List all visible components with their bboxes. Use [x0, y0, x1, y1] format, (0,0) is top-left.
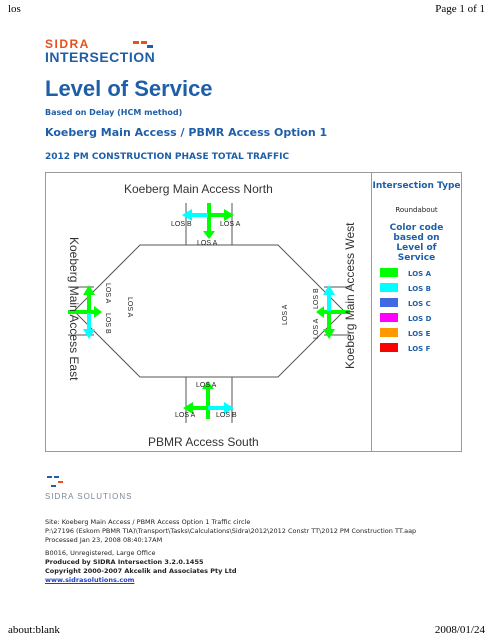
los-label: LOS A: [196, 382, 217, 389]
sidra-intersection-logo: SIDRA INTERSECTION: [45, 38, 165, 68]
footer-produced: Produced by SIDRA Intersection 3.2.0.145…: [45, 558, 204, 566]
south-approach-name: PBMR Access South: [148, 435, 259, 449]
logo-line1: SIDRA: [45, 37, 90, 51]
legend-label: LOS D: [408, 315, 432, 323]
legend-swatch: [380, 298, 398, 307]
legend-swatch: [380, 343, 398, 352]
legend-swatch: [380, 283, 398, 292]
los-label: LOS A: [104, 283, 111, 304]
page-title: Level of Service: [45, 76, 213, 101]
legend-label: LOS A: [408, 270, 432, 278]
los-label: LOS A: [313, 318, 320, 339]
west-approach-arrows: [316, 285, 350, 339]
east-approach-name: Koeberg Main Access East: [67, 237, 81, 381]
method-subtitle: Based on Delay (HCM method): [45, 108, 183, 117]
intersection-type-value: Roundabout: [395, 206, 438, 214]
page-date: 2008/01/24: [434, 624, 485, 636]
solutions-logo-text: SIDRA SOLUTIONS: [45, 492, 133, 501]
solutions-mark-icon: [47, 476, 63, 487]
los-label: LOS B: [104, 313, 111, 334]
page-number: Page 1 of 1: [435, 3, 485, 15]
east-approach-arrows: [68, 285, 102, 339]
intersection-diagram: LOS B LOS A LOS A LOS A LOS A LOS B LOS …: [46, 173, 372, 451]
road-layout: LOS B LOS A LOS A LOS A LOS A LOS B LOS …: [67, 182, 357, 449]
legend-label: LOS C: [408, 300, 431, 308]
legend-swatch: [380, 328, 398, 337]
footer-license: B0016, Unregistered, Large Office: [45, 549, 156, 557]
site-title: Koeberg Main Access / PBMR Access Option…: [45, 126, 328, 139]
logo-mark-icon: [133, 41, 153, 48]
intersection-type-heading: Intersection Type: [372, 181, 461, 191]
footer-processed: Processed Jan 23, 2008 08:40:17AM: [45, 536, 163, 544]
south-approach-arrows: [183, 381, 234, 419]
los-label: LOS A: [175, 412, 196, 419]
legend-panel: Intersection Type Roundabout Color code …: [372, 173, 461, 451]
los-label: LOS A: [197, 240, 218, 247]
los-label: LOS B: [171, 221, 192, 228]
los-label: LOS A: [282, 304, 289, 325]
los-label: LOS B: [216, 412, 237, 419]
west-approach-name: Koeberg Main Access West: [343, 222, 357, 369]
page-header-title: los: [8, 3, 21, 15]
page-url: about:blank: [8, 624, 60, 636]
legend-label: LOS F: [408, 345, 431, 353]
scenario-title: 2012 PM CONSTRUCTION PHASE TOTAL TRAFFIC: [45, 152, 290, 162]
color-code-heading: Color code based on Level of Service: [389, 223, 444, 263]
footer-path: P:\27196 (Eskom PBMR TIA)\Transport\Task…: [45, 527, 417, 535]
footer-site: Site: Koeberg Main Access / PBMR Access …: [45, 518, 251, 526]
north-approach-name: Koeberg Main Access North: [124, 182, 273, 196]
north-approach-arrows: [182, 203, 234, 239]
legend-label: LOS E: [408, 330, 431, 338]
logo-line2: INTERSECTION: [45, 49, 156, 65]
los-label: LOS A: [126, 297, 133, 318]
footer-copyright: Copyright 2000-2007 Akcelik and Associat…: [45, 567, 237, 575]
los-label: LOS A: [220, 221, 241, 228]
legend-label: LOS B: [408, 285, 431, 293]
los-panel: LOS B LOS A LOS A LOS A LOS A LOS B LOS …: [45, 172, 462, 452]
sidra-solutions-logo: SIDRA SOLUTIONS: [45, 474, 165, 504]
footer-link[interactable]: www.sidrasolutions.com: [45, 576, 135, 584]
legend-swatch: [380, 268, 398, 277]
los-label: LOS B: [313, 288, 320, 309]
legend-swatch: [380, 313, 398, 322]
